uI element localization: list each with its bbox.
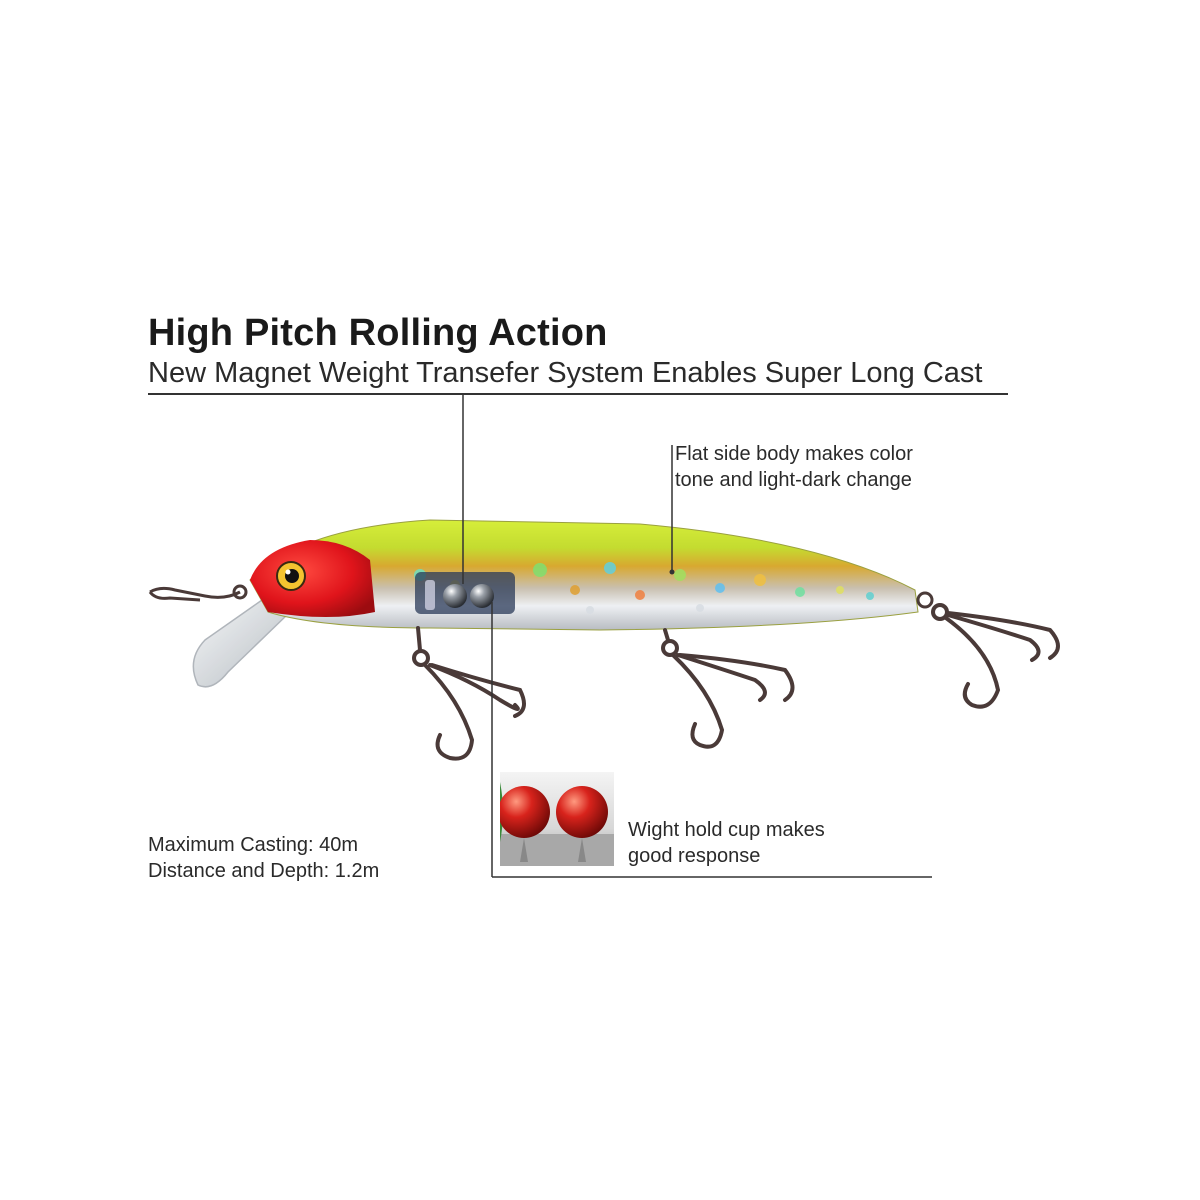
header-underline: [148, 393, 1008, 395]
callout-flat-side-line1: Flat side body makes color: [675, 443, 913, 465]
callout-weight-cup-line2: good response: [628, 845, 761, 867]
callout-flat-side: Flat side body makes color tone and ligh…: [675, 441, 913, 493]
weight-cup-closeup: [500, 772, 614, 866]
diving-lip: [192, 599, 292, 688]
snap-clip: [148, 584, 248, 602]
callout-weight-cup: Wight hold cup makes good response: [628, 817, 825, 869]
magnet-ball-icon: [443, 584, 467, 608]
treble-hook-front: [412, 626, 526, 761]
magnet-ball-icon: [470, 584, 494, 608]
diagram-subtitle: New Magnet Weight Transefer System Enabl…: [148, 357, 983, 389]
treble-hook-tail: [931, 603, 1060, 709]
red-ball-icon: [500, 786, 550, 838]
spec-depth: Distance and Depth: 1.2m: [148, 860, 380, 882]
callout-flat-side-line2: tone and light-dark change: [675, 469, 912, 491]
treble-hook-middle: [661, 628, 795, 749]
red-ball-icon: [556, 786, 608, 838]
spec-block: Maximum Casting: 40m Distance and Depth:…: [148, 832, 379, 884]
spec-casting: Maximum Casting: 40m: [148, 834, 359, 856]
lure-head: [250, 540, 375, 617]
callout-weight-cup-line1: Wight hold cup makes: [628, 819, 825, 841]
diagram-title: High Pitch Rolling Action: [148, 312, 608, 354]
